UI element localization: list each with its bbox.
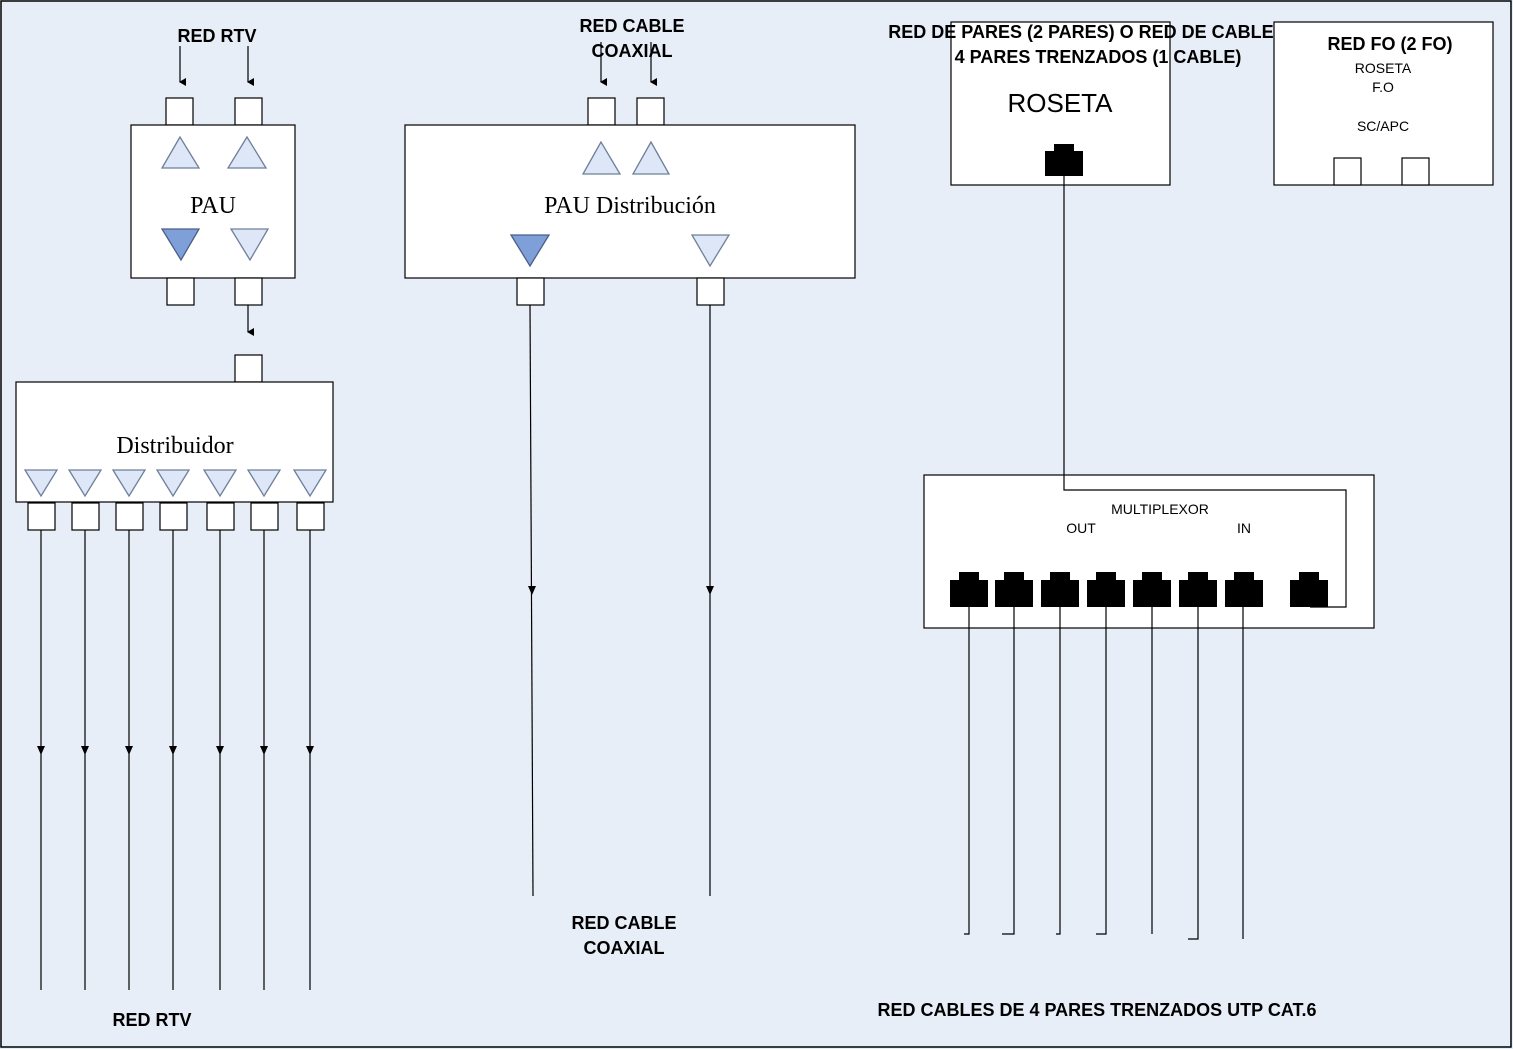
label-red-cable-top-1: RED CABLE	[579, 16, 684, 36]
rtv-arrowhead	[306, 746, 314, 755]
pau-output-triangle-2	[229, 228, 270, 262]
distribuidor-output-port	[159, 502, 188, 531]
label-red-cable-bottom-1: RED CABLE	[571, 913, 676, 933]
rtv-arrowhead	[37, 746, 45, 755]
mux-rj45-port	[950, 572, 988, 607]
label-red-fo: RED FO (2 FO)	[1328, 34, 1453, 54]
pau-input-port-1	[165, 97, 194, 126]
distribuidor-output-triangle	[246, 469, 282, 498]
pau-dist-output-triangle-1	[509, 234, 551, 268]
roseta-fo-label-1: ROSETA	[1355, 60, 1412, 76]
roseta-label: ROSETA	[1008, 88, 1114, 118]
rtv-arrowhead	[216, 746, 224, 755]
roseta-to-mux-cable	[1063, 176, 1347, 608]
distribuidor-output-port	[250, 502, 279, 531]
roseta-fo-block	[1273, 21, 1494, 186]
label-red-rtv-bottom: RED RTV	[112, 1010, 191, 1030]
label-red-rtv-top: RED RTV	[177, 26, 256, 46]
pau-output-port-1	[166, 277, 195, 306]
pau-block	[130, 124, 296, 279]
pau-dist-input-triangle-2	[631, 140, 671, 175]
multiplexor-label: MULTIPLEXOR	[1111, 501, 1209, 517]
label-red-de-pares-2: 4 PARES TRENZADOS (1 CABLE)	[955, 47, 1242, 67]
pau-label: PAU	[190, 193, 236, 219]
roseta-fo-label-2: F.O	[1372, 79, 1394, 95]
pau-output-port-2	[234, 277, 263, 306]
pau-dist-input-port-2	[636, 97, 665, 126]
distribuidor-output-port	[206, 502, 235, 531]
mux-rj45-port	[1179, 572, 1217, 607]
fo-port-2	[1401, 157, 1430, 186]
distribuidor-output-port	[27, 502, 56, 531]
label-red-de-pares-1: RED DE PARES (2 PARES) O RED DE CABLE DE	[888, 22, 1303, 42]
label-coaxial-top-2: COAXIAL	[592, 41, 673, 61]
pau-input-triangle-1	[160, 135, 201, 169]
mux-rj45-port	[995, 572, 1033, 607]
pau-dist-input-port-1	[587, 97, 616, 126]
rtv-arrowhead	[81, 746, 89, 755]
pau-dist-output-port-2	[696, 277, 725, 306]
mux-in-label: IN	[1237, 520, 1251, 536]
rtv-arrowhead	[260, 746, 268, 755]
distribuidor-input-port	[234, 354, 263, 383]
coax-output-wire-1	[529, 304, 534, 897]
pau-distribucion-block	[404, 124, 856, 279]
rtv-arrowhead	[169, 746, 177, 755]
roseta-fo-label-3: SC/APC	[1357, 118, 1409, 134]
pau-distribucion-label: PAU Distribución	[544, 193, 716, 219]
coax-arrowhead-1	[528, 586, 536, 595]
distribuidor-output-triangle	[292, 469, 328, 498]
utp-cable	[1188, 607, 1199, 940]
distribuidor-output-triangle	[202, 469, 238, 498]
distribuidor-output-port	[115, 502, 144, 531]
pau-input-port-2	[234, 97, 263, 126]
label-red-cables-utp: RED CABLES DE 4 PARES TRENZADOS UTP CAT.…	[877, 1000, 1316, 1020]
mux-out-ports	[950, 572, 1263, 607]
mux-rj45-port	[1225, 572, 1263, 607]
roseta-rj45-port	[1045, 144, 1083, 176]
distribuidor-output-port	[71, 502, 100, 531]
distribuidor-output-triangle	[155, 469, 191, 498]
fo-port-1	[1333, 157, 1362, 186]
distribuidor-output-port	[296, 502, 325, 531]
distribuidor-output-triangle	[23, 469, 59, 498]
utp-cable	[1096, 607, 1107, 935]
distribuidor-outputs	[23, 469, 328, 990]
utp-cable	[1056, 607, 1061, 935]
pau-input-triangle-2	[226, 135, 268, 169]
utp-cable	[964, 607, 970, 935]
label-coaxial-bottom-2: COAXIAL	[584, 938, 665, 958]
mux-in-rj45-port	[1290, 572, 1328, 607]
distribuidor-output-triangle	[111, 469, 147, 498]
pau-output-triangle-1	[160, 228, 201, 262]
utp-output-cables	[964, 607, 1244, 940]
pau-dist-output-triangle-2	[690, 234, 731, 268]
mux-rj45-port	[1133, 572, 1171, 607]
mux-out-label: OUT	[1066, 520, 1096, 536]
utp-cable	[1002, 607, 1015, 935]
distribuidor-label: Distribuidor	[116, 433, 233, 459]
pau-dist-input-triangle-1	[581, 140, 622, 175]
pau-dist-output-port-1	[516, 277, 545, 306]
mux-rj45-port	[1087, 572, 1125, 607]
coax-arrowhead-2	[706, 586, 714, 595]
mux-rj45-port	[1041, 572, 1079, 607]
rtv-arrowhead	[125, 746, 133, 755]
distribuidor-output-triangle	[67, 469, 103, 498]
